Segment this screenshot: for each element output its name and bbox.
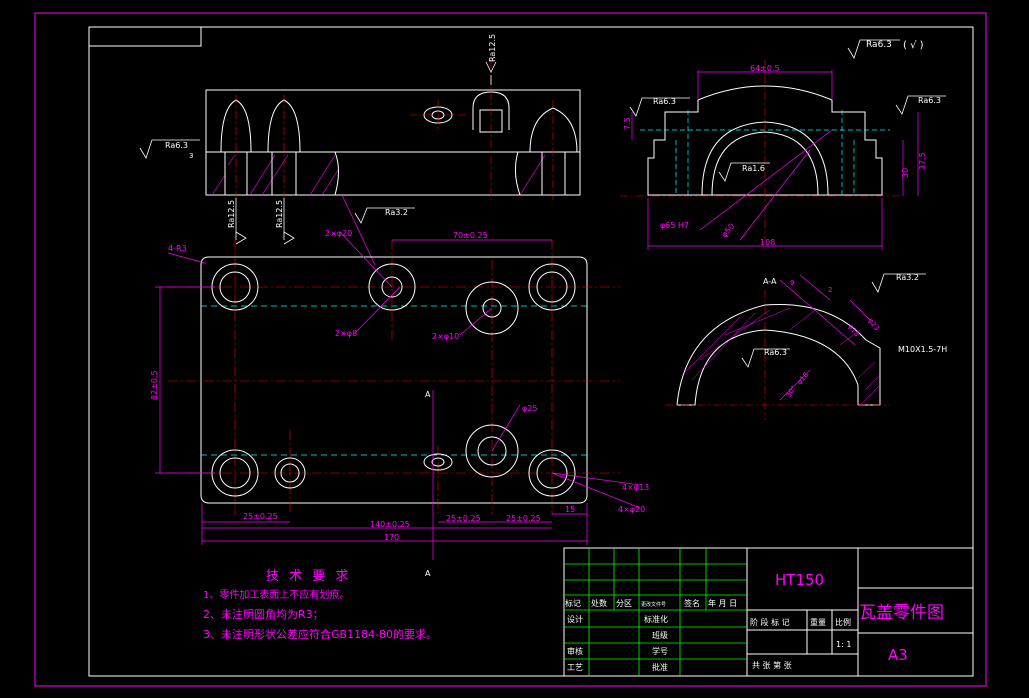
material-label: HT150 — [775, 571, 824, 589]
ra-general-label: Ra6.3 — [866, 40, 892, 50]
hdr-mark: 标记 — [565, 598, 581, 608]
ra63-section: Ra6.3 — [764, 348, 787, 357]
section-aa-view: A-A M10X1.5-7H Ra3.2 Ra6.3 9 2 φ23 φ13 3… — [665, 273, 947, 420]
dim-82: 82±0.5 — [150, 370, 159, 400]
hdr-change-doc: 更改文件号 — [641, 601, 666, 608]
lbl-approve: 批准 — [652, 662, 668, 672]
roughness-section-ra32: Ra3.2 — [871, 273, 926, 293]
dim-bore: φ65 H7 — [660, 221, 689, 230]
dim-108: 108 — [760, 238, 775, 247]
ra125-hole-a: Ra12.5 — [227, 200, 236, 228]
dim-25a: 25±0.25 — [243, 512, 278, 521]
outer-frame — [34, 12, 987, 687]
roughness-bore-ra16: Ra1.6 — [718, 162, 770, 182]
roughness-hole-ra125b: Ra12.5 — [275, 198, 295, 245]
scale-value: 1: 1 — [836, 640, 851, 649]
ra125-hole-b: Ra12.5 — [275, 200, 284, 228]
tech-requirements: 技 术 要 求 1、零件加工表面上不应有划痕。 2、未注明圆角均为R3； 3、未… — [203, 569, 437, 641]
title-grid-green — [564, 548, 747, 676]
dim-375: 37.5 — [918, 152, 927, 170]
dim-70: 70±0.25 — [453, 231, 488, 240]
sec-dim-9: 9 — [790, 279, 794, 287]
dim-25c: 25±0.25 — [506, 514, 541, 523]
hdr-zone: 分区 — [616, 599, 632, 608]
tech-req-item-3: 3、未注明形状公差应符合GB1184-80的要求。 — [203, 627, 437, 641]
roughness-hole-ra125a: Ra12.5 — [227, 198, 247, 245]
ra32-mid-label: Ra3.2 — [385, 208, 408, 217]
lbl-scale: 比例 — [835, 617, 851, 627]
roughness-side-right: Ra6.3 — [895, 95, 946, 115]
dim-2xd8: 2×φ8 — [335, 329, 357, 338]
side-view: 64±0.5 7.5 37.5 30 φ65 H7 φ50 108 Ra6.3 … — [620, 60, 946, 250]
title-block-texts: HT150 瓦盖零件图 A3 1: 1 标记 处数 分区 更改文件号 签名 年 … — [565, 571, 944, 672]
dim-2xd10: 2×φ10 — [432, 332, 459, 341]
sheet-count: 共 张 第 张 — [752, 660, 792, 670]
hdr-date: 年 月 日 — [708, 598, 737, 608]
hdr-count: 处数 — [591, 598, 607, 608]
section-aa-label: A-A — [763, 277, 777, 286]
cut-label-bottom: A — [425, 569, 431, 578]
dim-corner-r: 4-R3 — [168, 244, 187, 253]
dim-4xd20: 4×φ20 — [618, 505, 645, 514]
sec-dim-2: 2 — [828, 286, 832, 294]
top-view — [205, 60, 581, 200]
sheet-size: A3 — [888, 646, 908, 664]
dim-25b: 25±0.25 — [446, 514, 481, 523]
roughness-mid-ra32: Ra3.2 — [341, 194, 415, 266]
dim-d25: φ25 — [522, 404, 537, 413]
sec-dim-d13: φ13 — [846, 323, 860, 339]
roughness-left-ra63: Ra6.3 3 — [139, 139, 200, 160]
dim-75: 7.5 — [623, 117, 632, 130]
inner-frame — [88, 26, 974, 677]
lbl-design: 设计 — [567, 614, 583, 624]
dim-140: 140±0.25 — [370, 520, 410, 529]
tech-req-heading: 技 术 要 求 — [266, 569, 351, 584]
cut-label-top: A — [425, 390, 431, 399]
sec-dim-30deg: 30° — [785, 384, 798, 399]
lbl-class: 班级 — [652, 630, 668, 640]
dim-2xd20: 2×φ20 — [325, 229, 352, 238]
ra16-bore: Ra1.6 — [742, 164, 765, 173]
lbl-weight: 重量 — [810, 617, 826, 627]
roughness-section-ra63: Ra6.3 — [741, 348, 790, 368]
tech-req-item-2: 2、未注明圆角均为R3； — [203, 607, 324, 621]
dim-64: 64±0.5 — [750, 64, 780, 73]
dim-30: 30 — [901, 168, 910, 178]
lbl-review: 审核 — [567, 646, 583, 656]
tech-req-item-1: 1、零件加工表面上不应有划痕。 — [203, 588, 349, 601]
sec-dim-d23: φ23 — [866, 317, 880, 333]
dim-r50: φ50 — [720, 222, 737, 240]
sec-dim-d18: φ18 — [795, 371, 810, 387]
roughness-general: Ra6.3 ( √ ) — [847, 39, 924, 59]
hdr-sign: 签名 — [684, 598, 700, 608]
dim-3-small: 3 — [189, 152, 193, 160]
part-name: 瓦盖零件图 — [859, 603, 944, 623]
ra32-section: Ra3.2 — [896, 273, 919, 282]
ra125-top-label: Ra12.5 — [488, 34, 497, 62]
dim-15: 15 — [565, 505, 575, 514]
lbl-student-no: 学号 — [652, 646, 668, 656]
plan-dimension-texts: 4-R3 2×φ20 70±0.25 2×φ8 2×φ10 82±0.5 φ25… — [150, 229, 649, 578]
title-block — [563, 547, 974, 677]
corner-code-box — [88, 26, 202, 47]
ra63-side-left: Ra6.3 — [653, 97, 676, 106]
ra-general-suffix: ( √ ) — [903, 40, 924, 51]
roughness-side-left: Ra6.3 — [629, 97, 690, 117]
plan-view — [168, 240, 620, 515]
lbl-stage: 阶 段 标 记 — [750, 617, 790, 627]
roughness-top-ra125: Ra12.5 — [485, 34, 497, 85]
ra63-left-label: Ra6.3 — [165, 141, 188, 150]
lbl-process: 工艺 — [567, 663, 583, 672]
ra63-side-right: Ra6.3 — [918, 96, 941, 105]
plan-dimensions — [155, 231, 641, 560]
dim-170: 170 — [384, 533, 399, 542]
lbl-standard: 标准化 — [644, 614, 668, 624]
dim-thread: M10X1.5-7H — [898, 345, 947, 354]
dim-4xd13: 4×φ13 — [622, 483, 649, 492]
